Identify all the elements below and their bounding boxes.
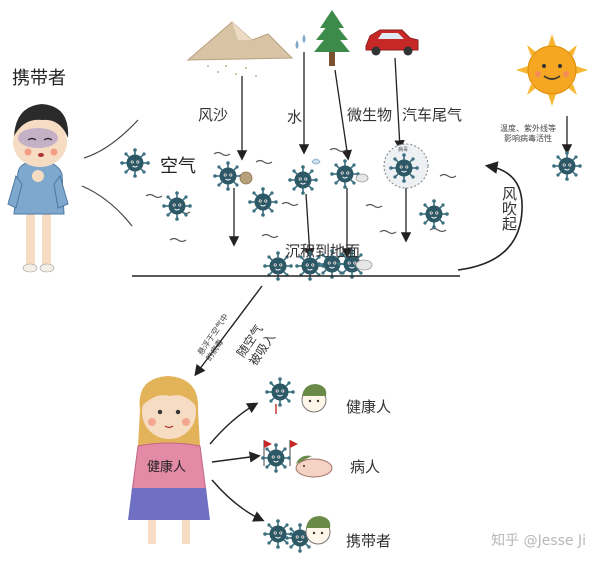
car-icon <box>365 29 419 56</box>
outcome-healthy-figure <box>264 376 327 414</box>
outcome-carrier-figure <box>262 516 331 554</box>
ground-viruses <box>262 248 373 282</box>
wind-arrow <box>457 161 523 271</box>
wind-blow-label: 风吹起 <box>500 186 518 231</box>
exhale-lines <box>81 119 139 227</box>
carrier-person-figure <box>7 104 69 273</box>
healthy-person-body-label: 健康人 <box>147 460 187 475</box>
watermark: 知乎 @Jesse Ji <box>491 533 586 549</box>
source-arrows <box>236 52 573 161</box>
water-label: 水 <box>287 108 303 126</box>
temperature-note: 温度、紫外线等 影响病毒活性 <box>500 124 556 143</box>
sun-icon <box>516 34 588 106</box>
carrier-particles <box>239 158 369 185</box>
outcome-sick-label: 病人 <box>350 458 381 476</box>
carrier-top-label: 携带者 <box>12 68 66 89</box>
deposit-ground-label: 沉积到地面 <box>285 242 361 260</box>
inhalation-arrow <box>194 285 263 377</box>
microbe-small-text: 病毒 <box>398 147 409 153</box>
outcome-carrier-label: 携带者 <box>346 532 392 550</box>
sand-label: 风沙 <box>198 106 229 124</box>
air-label: 空气 <box>160 156 196 177</box>
deposition-arrows <box>228 186 412 259</box>
outcome-sick-figure <box>260 440 333 478</box>
outcome-arrows <box>209 402 265 522</box>
healthy-person-figure <box>128 376 210 544</box>
tree-icon <box>314 10 350 66</box>
outcome-healthy-label: 健康人 <box>346 398 392 416</box>
microbes-label: 微生物 <box>347 106 393 124</box>
temperature-note-line2: 影响病毒活性 <box>504 133 552 143</box>
water-drop-icon <box>295 34 306 49</box>
sand-mountain-icon <box>186 21 294 77</box>
exhaust-label: 汽车尾气 <box>402 106 463 124</box>
temperature-note-line1: 温度、紫外线等 <box>500 124 556 133</box>
